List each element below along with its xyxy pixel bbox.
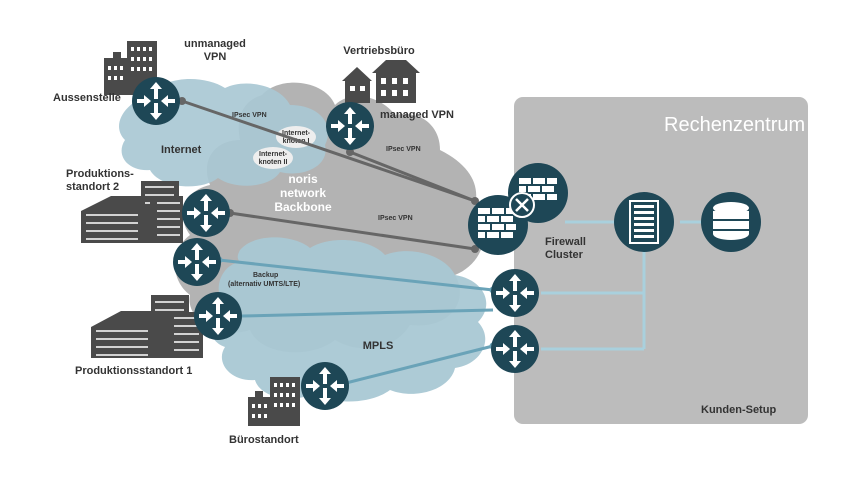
firewall-cluster	[468, 163, 568, 255]
datacenter-title: Rechenzentrum	[664, 114, 805, 136]
mpls-links	[218, 258, 494, 385]
internet-node-2-label-1: Internet-	[259, 151, 288, 158]
aussenstelle-label: Aussenstelle	[53, 92, 121, 104]
router-icon	[182, 189, 230, 237]
ipsec-label-3: IPsec VPN	[378, 215, 413, 222]
house-icon	[342, 60, 420, 103]
ipsec-label-1: IPsec VPN	[232, 112, 267, 119]
backbone-label-1: noris	[288, 172, 318, 186]
backup-label-2: (alternativ UMTS/LTE)	[228, 281, 300, 288]
router-icon	[173, 238, 221, 286]
mpls-cloud	[210, 237, 487, 402]
router-icon	[491, 325, 539, 373]
internet-node-2	[253, 147, 293, 169]
router-icon	[326, 102, 374, 150]
produktion2-label-2: standort 2	[66, 181, 119, 193]
internet-label: Internet	[161, 144, 202, 156]
router-icon	[132, 77, 180, 125]
managed-vpn-label: managed VPN	[380, 109, 454, 121]
firewall-label-1: Firewall	[545, 236, 586, 248]
datacenter-area	[514, 97, 808, 424]
buerostandort-label: Bürostandort	[229, 434, 299, 446]
mpls-label: MPLS	[363, 340, 394, 352]
customer-setup-label: Kunden-Setup	[701, 404, 776, 416]
datacenter-links	[541, 220, 705, 351]
building-icon	[248, 377, 300, 426]
ipsec-label-2: IPsec VPN	[386, 146, 421, 153]
firewall-label-2: Cluster	[545, 249, 584, 261]
unmanaged-vpn-label-1: unmanaged	[184, 38, 246, 50]
server-icon	[614, 192, 674, 252]
internet-node-1-label-1: Internet-	[282, 130, 311, 137]
internet-node-2-label-2: knoten II	[259, 159, 288, 166]
backbone-label-2: network	[280, 186, 326, 200]
vertriebsbuero-label: Vertriebsbüro	[343, 45, 415, 57]
unmanaged-vpn-label-2: VPN	[204, 51, 227, 63]
router-icon	[301, 362, 349, 410]
produktion2-label-1: Produktions-	[66, 168, 134, 180]
router-icon	[491, 269, 539, 317]
produktion1-label: Produktionsstandort 1	[75, 365, 192, 377]
backbone-label-3: Backbone	[274, 200, 332, 214]
database-icon	[701, 192, 761, 252]
router-icon	[194, 292, 242, 340]
ipsec-links	[181, 99, 476, 251]
factory-icon	[81, 181, 183, 243]
backup-label-1: Backup	[253, 272, 278, 279]
factory-icon	[91, 295, 203, 358]
